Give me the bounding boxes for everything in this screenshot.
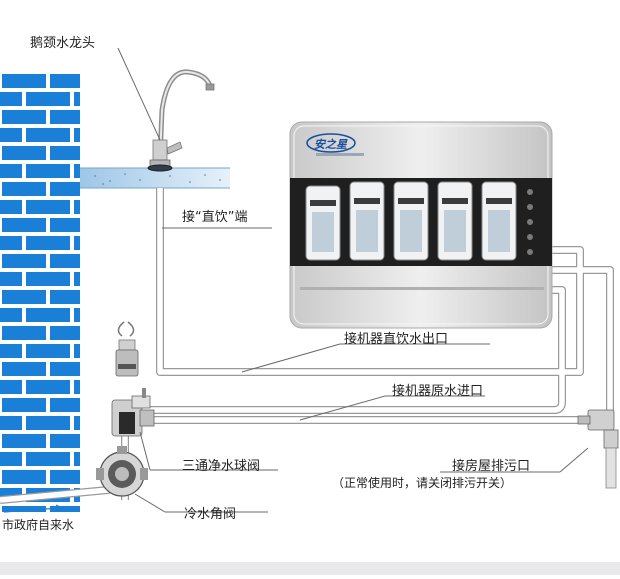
label-machine-outlet: 接机器直饮水出口 (344, 332, 449, 347)
label-machine-inlet: 接机器原水进口 (392, 384, 484, 399)
angle-valve-icon (96, 446, 148, 497)
label-drain-note: （正常使用时，请关闭排污开关） (332, 476, 513, 490)
brand-logo: 安之星 (314, 138, 347, 151)
drain-valve-icon (577, 409, 619, 489)
label-ball-valve: 三通净水球阀 (182, 459, 261, 474)
faucet-icon (147, 69, 215, 172)
three-way-valve-icon (111, 388, 155, 437)
brick-wall (0, 72, 80, 512)
label-drain: 接房屋排污口 (452, 459, 531, 474)
label-drinking-end: 接“直饮”端 (182, 210, 248, 225)
label-faucet: 鹅颈水龙头 (30, 36, 96, 51)
leader-lines (117, 47, 589, 513)
purifier-machine-icon (289, 121, 553, 329)
label-angle-valve: 冷水角阀 (184, 507, 237, 522)
bottom-bar (0, 562, 620, 575)
ball-valve-icon (115, 321, 139, 377)
label-city-water: 市政府自来水 (2, 518, 75, 532)
